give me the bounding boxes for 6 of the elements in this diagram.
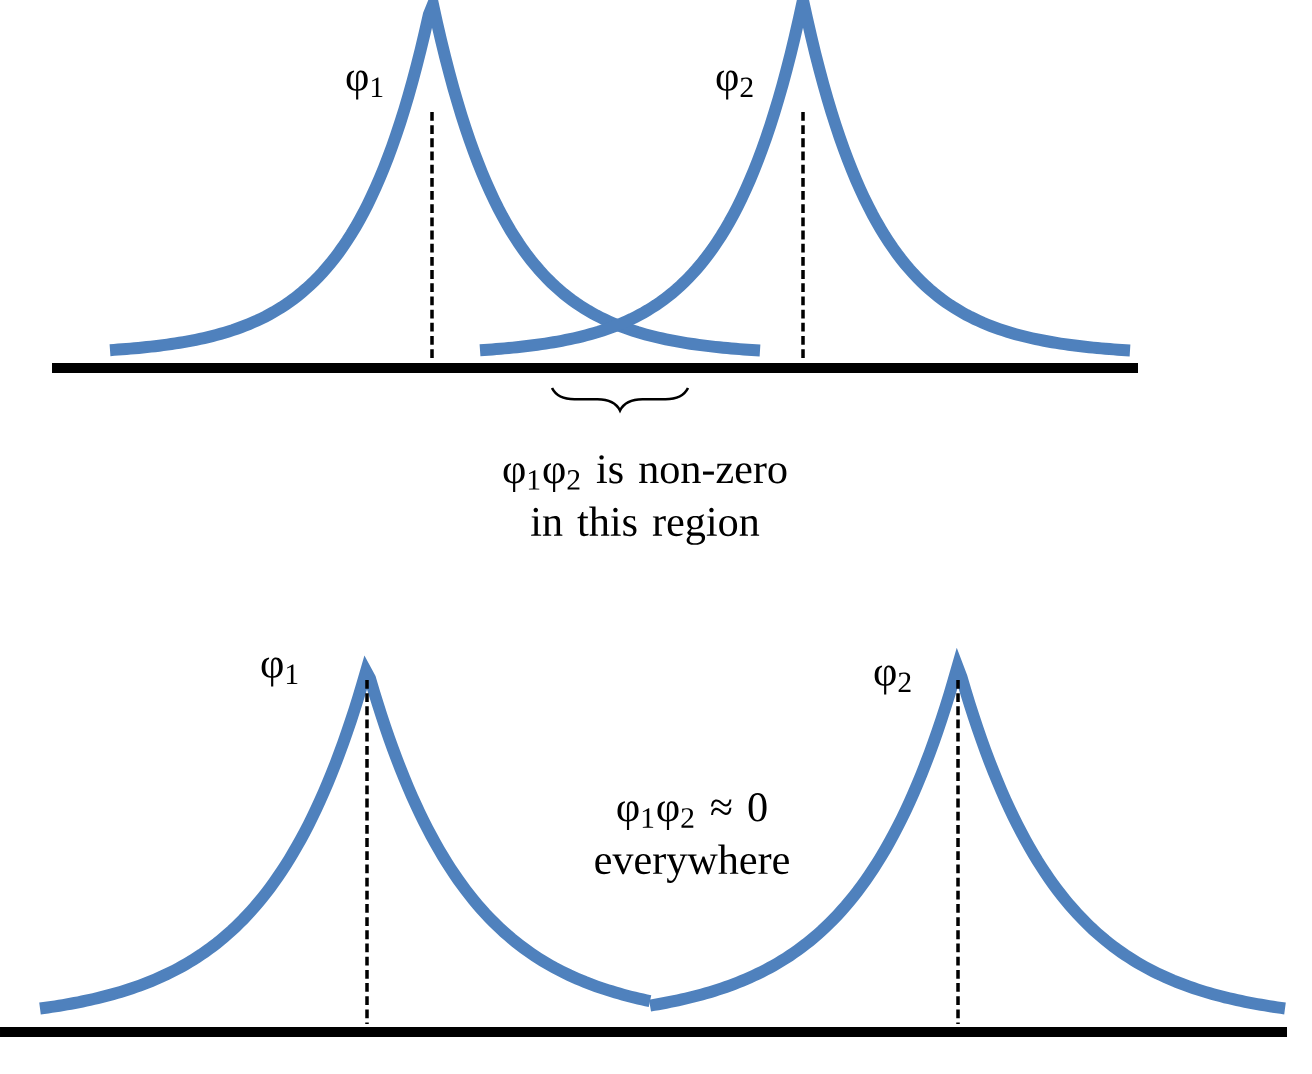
overlap-note: φ$_{1}$φ$_{2}$ ≈ 0 everywhere xyxy=(595,793,789,883)
function-label: φ$_{1}$ xyxy=(261,657,298,687)
function-label: φ$_{2}$ xyxy=(716,70,753,100)
region-note: φ$_{1}$φ$_{2}$ is non-zero in this region xyxy=(503,455,787,545)
function-label: φ$_{2}$ xyxy=(874,665,911,695)
function-label: φ$_{1}$ xyxy=(346,70,383,100)
